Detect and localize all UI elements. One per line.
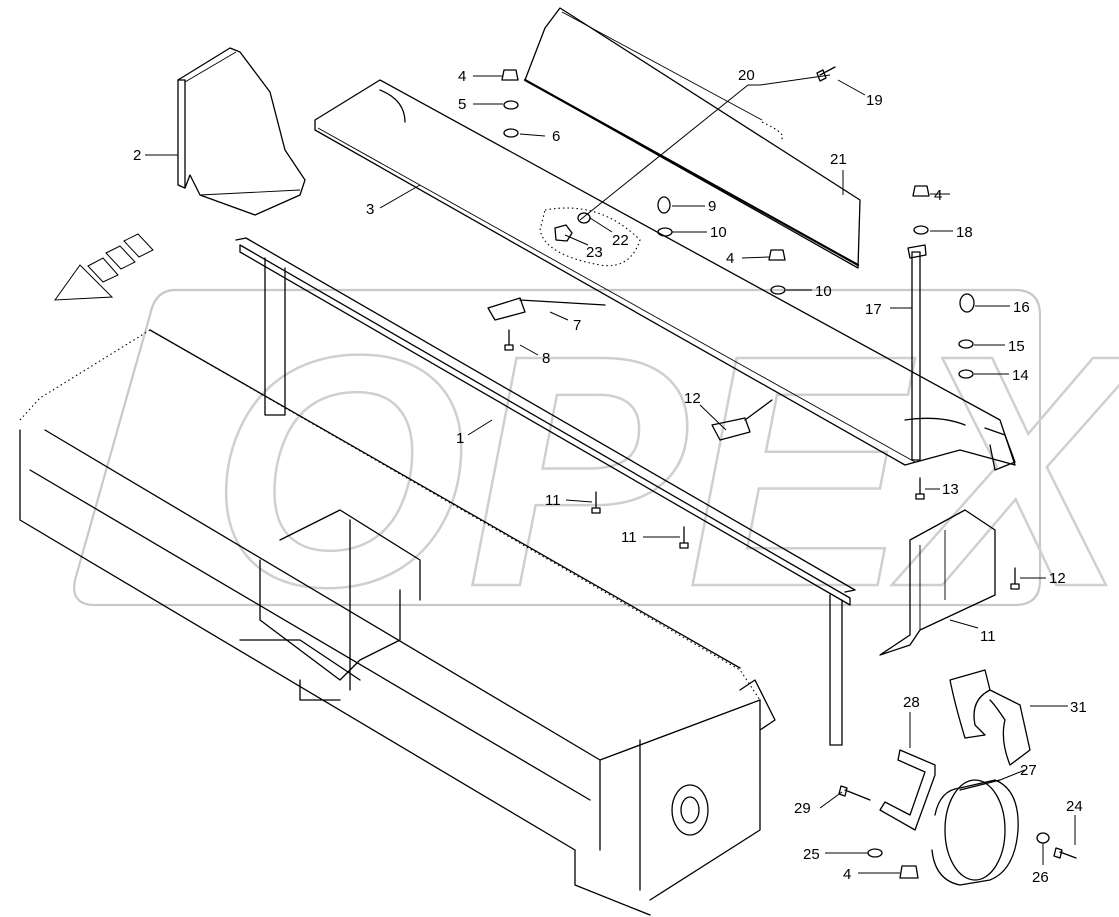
callout-27: 25 <box>803 846 820 863</box>
callout-7: 7 <box>573 317 581 334</box>
part-22-23-rear-strip <box>523 7 861 269</box>
direction-arrow-icon <box>53 233 154 301</box>
leader-lines <box>145 74 1076 874</box>
callout-17: 15 <box>1008 338 1025 355</box>
callout-24: 22 <box>612 232 629 249</box>
part-13-end-bracket <box>879 509 996 656</box>
callout-4: 4 <box>458 68 466 85</box>
callout-11: 11 <box>545 492 561 509</box>
callout-8: 8 <box>542 350 550 367</box>
callout-29: 28 <box>903 694 920 711</box>
callout-10: 10 <box>710 224 727 241</box>
callout-20: 18 <box>956 224 973 241</box>
callout-18: 16 <box>1013 299 1030 316</box>
callout-16: 14 <box>1012 367 1029 384</box>
callout-11: 11 <box>621 529 637 546</box>
callout-9: 9 <box>708 198 716 215</box>
callout-28: 27 <box>1020 762 1037 779</box>
callout-21: 19 <box>866 92 883 109</box>
callout-31: 31 <box>1070 699 1087 716</box>
opex-watermark: OPEX <box>73 285 1119 656</box>
callout-4: 4 <box>934 187 942 204</box>
callout-13: 11 <box>980 628 996 645</box>
part-3-top-plate <box>314 79 1016 471</box>
callout-27: 26 <box>1032 869 1049 886</box>
callout-15: 13 <box>942 481 959 498</box>
callout-6: 6 <box>552 128 560 145</box>
fasteners <box>487 66 1077 879</box>
header-frame <box>19 329 776 916</box>
callout-2: 2 <box>133 147 141 164</box>
part-31-brackets <box>949 669 1031 766</box>
part-2-side-cover <box>177 47 306 216</box>
callout-30: 29 <box>794 800 811 817</box>
callout-3: 3 <box>366 201 374 218</box>
callout-14: 12 <box>1049 570 1066 587</box>
watermark-text: OPEX <box>210 286 1119 655</box>
callout-26: 24 <box>1066 798 1083 815</box>
callout-25: 23 <box>586 244 603 261</box>
callout-4: 4 <box>726 250 734 267</box>
callout-10: 10 <box>815 283 832 300</box>
callout-5: 5 <box>458 96 466 113</box>
part-1-angle-bar <box>235 237 856 746</box>
callout-19: 17 <box>865 301 882 318</box>
part-29-bracket <box>879 749 936 831</box>
callout-12: 12 <box>684 390 701 407</box>
callout-23: 21 <box>830 151 847 168</box>
part-19-rod <box>907 244 927 461</box>
callout-labels: 2 3 1 4 5 6 8 7 9 10 4 10 11 11 12 22 23… <box>133 67 1087 886</box>
callout-4: 4 <box>843 866 851 883</box>
callout-22: 20 <box>738 67 755 84</box>
part-28-drum <box>931 779 1019 886</box>
callout-1: 1 <box>456 430 464 447</box>
